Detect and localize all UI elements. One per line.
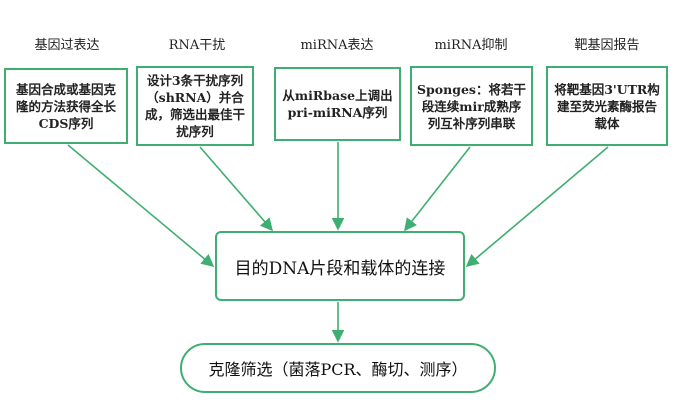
arrow-4 [404, 146, 471, 232]
header-overexpression: 基因过表达 [34, 38, 100, 53]
box-mirna-inhibition: Sponges：将若干段连续mir成熟序列互补序列串联 [410, 66, 533, 146]
header-rnai: RNA干扰 [168, 38, 226, 53]
header-mirna-expression: miRNA表达 [300, 38, 374, 53]
arrow-5 [465, 146, 609, 268]
box-target-report: 将靶基因3'UTR构建至荧光素酶报告载体 [546, 66, 668, 146]
clone-screening-box: 克隆筛选（菌落PCR、酶切、测序） [180, 343, 496, 393]
box-rnai: 设计3条干扰序列（shRNA）并合成，筛选出最佳干扰序列 [136, 66, 254, 146]
box-mirna-expression: 从miRbase上调出pri-miRNA序列 [274, 67, 401, 141]
arrow-2 [199, 146, 274, 232]
ligation-box: 目的DNA片段和载体的连接 [215, 231, 465, 301]
header-target-report: 靶基因报告 [574, 38, 640, 53]
arrow-1 [67, 144, 215, 268]
box-overexpression: 基因合成或基因克隆的方法获得全长CDS序列 [4, 68, 128, 144]
header-mirna-inhibition: miRNA抑制 [434, 38, 508, 53]
